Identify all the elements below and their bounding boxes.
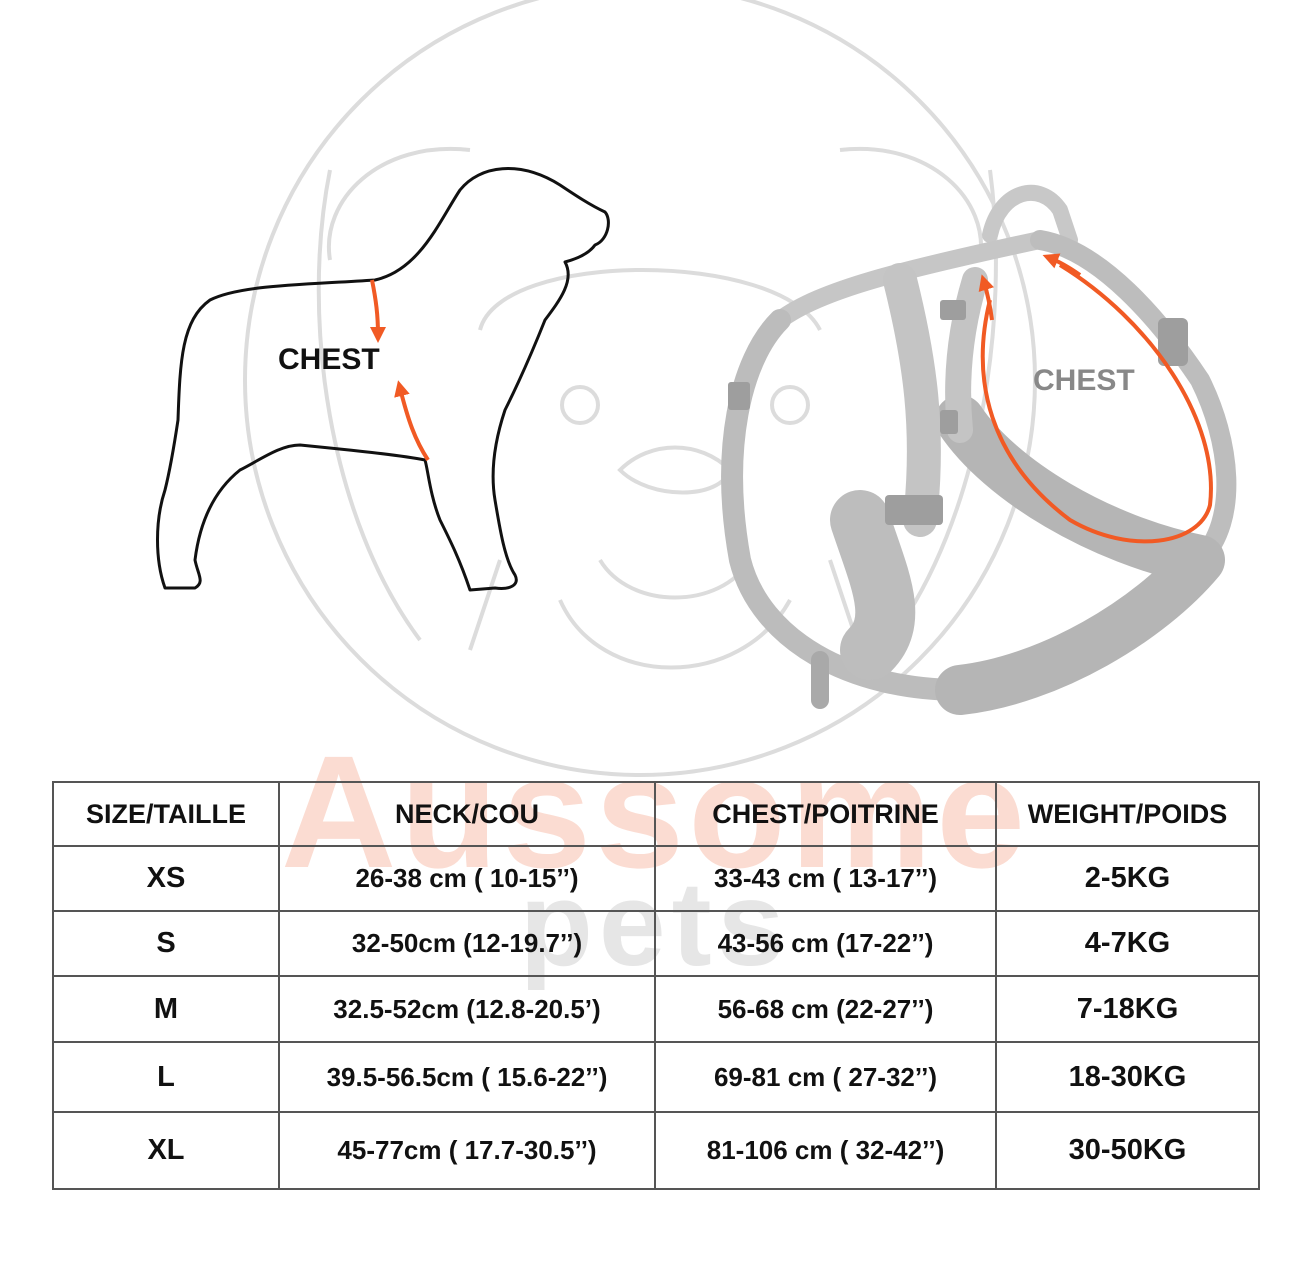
neck-cell: 32.5-52cm (12.8-20.5’): [278, 975, 656, 1043]
header-weight: WEIGHT/POIDS: [995, 781, 1260, 847]
dog-chest-arrow-top: [369, 279, 386, 343]
harness-buckles: [728, 300, 1188, 525]
table-row: M 32.5-52cm (12.8-20.5’) 56-68 cm (22-27…: [52, 975, 1260, 1043]
header-neck: NECK/COU: [278, 781, 656, 847]
table-header-row: SIZE/TAILLE NECK/COU CHEST/POITRINE WEIG…: [52, 781, 1260, 847]
size-cell: XS: [52, 845, 280, 912]
table-row: L 39.5-56.5cm ( 15.6-22’’) 69-81 cm ( 27…: [52, 1041, 1260, 1113]
chest-cell: 33-43 cm ( 13-17’’): [654, 845, 997, 912]
header-chest: CHEST/POITRINE: [654, 781, 997, 847]
weight-cell: 2-5KG: [995, 845, 1260, 912]
chest-cell: 81-106 cm ( 32-42’’): [654, 1111, 997, 1190]
table-row: XL 45-77cm ( 17.7-30.5’’) 81-106 cm ( 32…: [52, 1111, 1260, 1190]
chest-cell: 43-56 cm (17-22’’): [654, 910, 997, 977]
weight-cell: 30-50KG: [995, 1111, 1260, 1190]
measurement-illustration: [156, 167, 1237, 715]
size-chart-table: SIZE/TAILLE NECK/COU CHEST/POITRINE WEIG…: [52, 781, 1260, 1190]
weight-cell: 7-18KG: [995, 975, 1260, 1043]
neck-cell: 26-38 cm ( 10-15’’): [278, 845, 656, 912]
chest-cell: 56-68 cm (22-27’’): [654, 975, 997, 1043]
weight-cell: 4-7KG: [995, 910, 1260, 977]
table-row: XS 26-38 cm ( 10-15’’) 33-43 cm ( 13-17’…: [52, 845, 1260, 912]
size-cell: M: [52, 975, 280, 1043]
harness-graphic: [721, 184, 1237, 715]
size-cell: XL: [52, 1111, 280, 1190]
weight-cell: 18-30KG: [995, 1041, 1260, 1113]
neck-cell: 32-50cm (12-19.7’’): [278, 910, 656, 977]
dog-chest-arrow-bottom: [394, 380, 430, 462]
chest-cell: 69-81 cm ( 27-32’’): [654, 1041, 997, 1113]
table-row: S 32-50cm (12-19.7’’) 43-56 cm (17-22’’)…: [52, 910, 1260, 977]
harness-chest-arrow-b: [1042, 253, 1082, 277]
dog-outline: [156, 167, 610, 592]
harness-chest-loop: [980, 263, 1213, 544]
size-cell: L: [52, 1041, 280, 1113]
neck-cell: 45-77cm ( 17.7-30.5’’): [278, 1111, 656, 1190]
header-size: SIZE/TAILLE: [52, 781, 280, 847]
dog-chest-label: CHEST: [278, 343, 380, 376]
harness-chest-arrow-a: [978, 274, 994, 321]
harness-chest-label: CHEST: [1033, 364, 1135, 397]
neck-cell: 39.5-56.5cm ( 15.6-22’’): [278, 1041, 656, 1113]
size-cell: S: [52, 910, 280, 977]
